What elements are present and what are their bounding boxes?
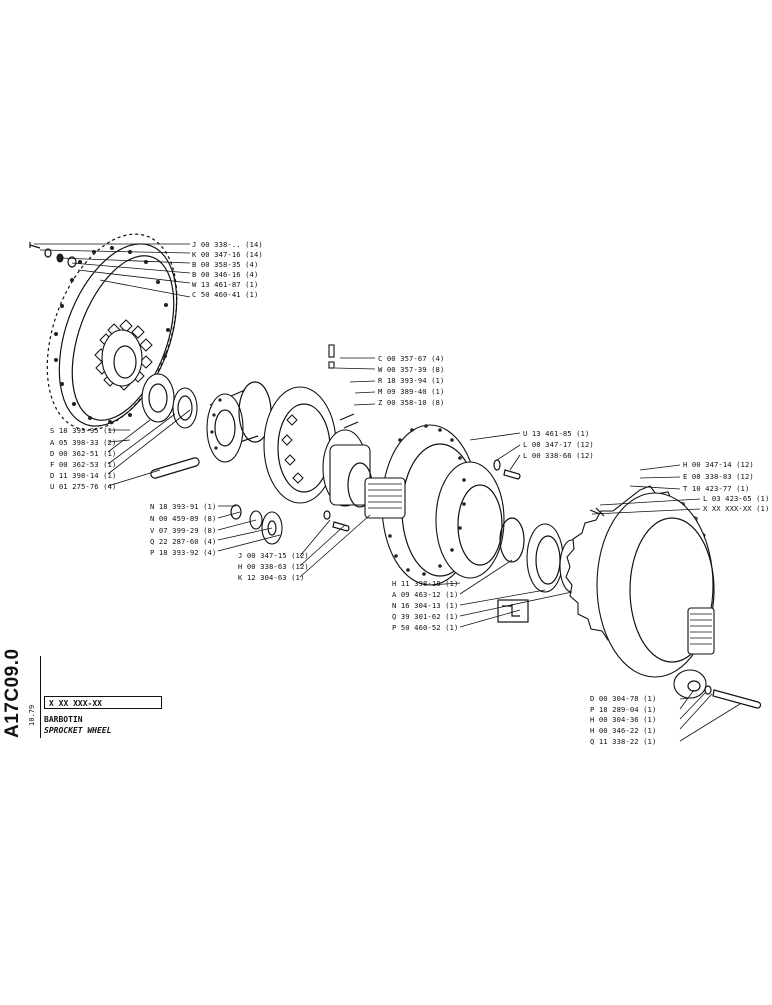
callout-label: D 00 362-51 (1) [50, 449, 116, 458]
callout-label: C 00 357-67 (4) [378, 354, 444, 363]
callout-label: Z 00 358-10 (8) [378, 398, 444, 407]
callout-label: H 00 347-14 (12) [683, 460, 754, 469]
callout-label: W 13 461-87 (1) [192, 280, 258, 289]
callout-label: P 18 289-04 (1) [590, 705, 656, 714]
callout-label: A 05 398-33 (2) [50, 438, 116, 447]
callout-label: Q 39 301-62 (1) [392, 612, 458, 621]
callout-label: E 00 338-83 (12) [683, 472, 754, 481]
callout-label: X XX XXX-XX (1) [703, 504, 769, 513]
callout-label: J 00 347-15 (12) [238, 551, 309, 560]
callout-label: K 12 304-63 (1) [238, 573, 304, 582]
callout-label: P 18 393-92 (4) [150, 548, 216, 557]
callout-label: B 00 358-35 (4) [192, 260, 258, 269]
callout-label: L 00 338-66 (12) [523, 451, 594, 460]
title-block-frame [0, 656, 41, 738]
bearing-housing [206, 381, 272, 463]
callout-label: H 00 346-22 (1) [590, 726, 656, 735]
callout-label: J 00 338-.. (14) [192, 240, 263, 249]
callout-label: A 09 463-12 (1) [392, 590, 458, 599]
callout-label: M 09 389-40 (1) [378, 387, 444, 396]
callout-label: B 00 346-16 (4) [192, 270, 258, 279]
callout-label: Q 11 338-22 (1) [590, 737, 656, 746]
callout-label: U 01 275-76 (4) [50, 482, 116, 491]
callout-label: N 00 459-89 (8) [150, 514, 216, 523]
callout-label: N 18 393-91 (1) [150, 502, 216, 511]
drive-sprocket [565, 485, 762, 709]
title-french: BARBOTIN [44, 715, 83, 724]
callout-label: H 00 304-36 (1) [590, 715, 656, 724]
planetary-carrier [230, 344, 373, 545]
cover-bolts [29, 242, 191, 298]
callout-label: P 50 460-52 (1) [392, 623, 458, 632]
part-number-box: X XX XXX-XX [44, 696, 162, 709]
callout-label: R 18 393-94 (1) [378, 376, 444, 385]
callout-label: N 16 304-13 (1) [392, 601, 458, 610]
callout-label: D 00 304-78 (1) [590, 694, 656, 703]
hub-drum [364, 424, 585, 623]
callout-label: C 50 460-41 (1) [192, 290, 258, 299]
callout-label: L 03 423-65 (1) [703, 494, 769, 503]
callout-label: T 10 423-77 (1) [683, 484, 749, 493]
callout-label: S 18 393-95 (1) [50, 426, 116, 435]
drawing-code: A17C09.0 [2, 648, 23, 738]
callout-label: W 00 357-39 (8) [378, 365, 444, 374]
callout-label: K 00 347-16 (14) [192, 250, 263, 259]
leader-lines [107, 357, 741, 742]
callout-label: H 00 338-63 (12) [238, 562, 309, 571]
drawing-date: 10.79 [28, 704, 36, 726]
callout-labels: J 00 338-.. (14)K 00 347-16 (14)B 00 358… [50, 240, 769, 746]
callout-label: L 00 347-17 (12) [523, 440, 594, 449]
callout-label: V 07 399-29 (8) [150, 526, 216, 535]
callout-label: Q 22 287-60 (4) [150, 537, 216, 546]
callout-label: D 11 398-14 (1) [50, 471, 116, 480]
callout-label: U 13 461-85 (1) [523, 429, 589, 438]
callout-label: H 11 398-18 (1) [392, 579, 458, 588]
title-english: SPROCKET WHEEL [44, 726, 112, 735]
callout-label: F 00 362-53 (1) [50, 460, 116, 469]
gear-cover [46, 233, 200, 479]
